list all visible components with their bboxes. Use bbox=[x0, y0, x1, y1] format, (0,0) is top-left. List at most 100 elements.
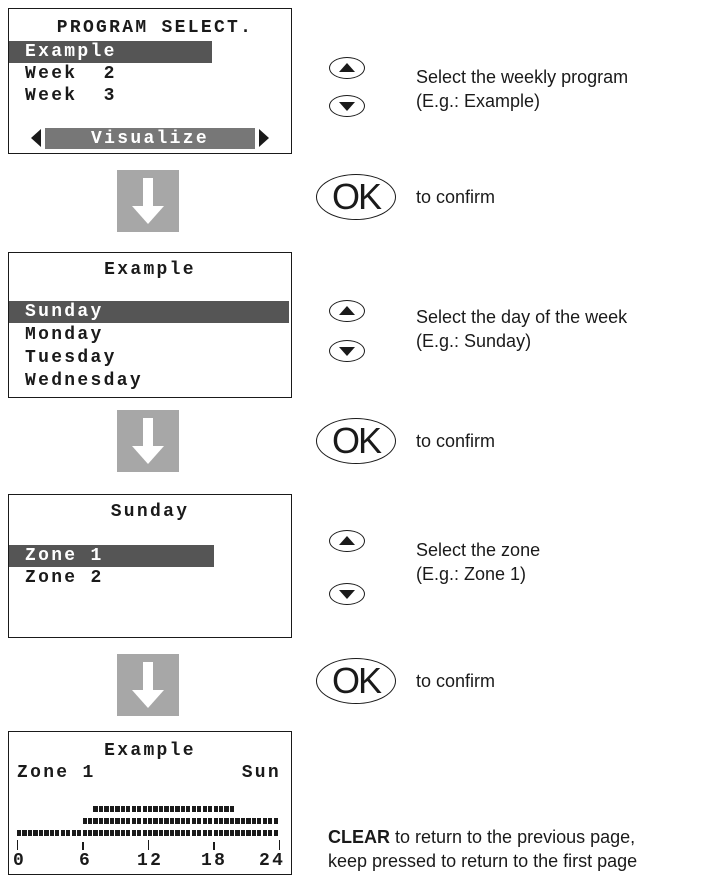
ok-button[interactable]: OK bbox=[316, 174, 396, 220]
program-bar-segment bbox=[126, 806, 131, 812]
instruction-zone-line2: (E.g.: Zone 1) bbox=[416, 564, 527, 584]
program-bar-segment bbox=[104, 818, 109, 824]
program-bar-segment bbox=[120, 830, 125, 836]
screen-title: Sunday bbox=[110, 502, 190, 522]
axis-tick bbox=[16, 840, 18, 850]
program-bar-segment bbox=[235, 818, 240, 824]
visualize-button[interactable]: Visualize bbox=[45, 128, 255, 149]
ok-button[interactable]: OK bbox=[316, 418, 396, 464]
axis-tick bbox=[82, 842, 84, 850]
program-bar-segment bbox=[197, 818, 202, 824]
program-bar-segment bbox=[93, 806, 98, 812]
program-bar-segment bbox=[109, 830, 115, 836]
up-button[interactable] bbox=[329, 530, 365, 552]
program-bar-segment bbox=[17, 830, 22, 836]
up-arrow-icon bbox=[339, 536, 355, 545]
day-select-screen: Example Sunday Monday Tuesday Wednesday bbox=[8, 252, 292, 398]
program-bar-segment bbox=[169, 818, 175, 824]
program-bar-segment bbox=[251, 830, 256, 836]
program-bar-segment bbox=[273, 818, 278, 824]
axis-label-18: 18 bbox=[201, 851, 228, 871]
program-bar-segment bbox=[186, 806, 191, 812]
program-bar-segment bbox=[93, 830, 98, 836]
program-bar-segment bbox=[126, 830, 131, 836]
program-bar-segment bbox=[180, 818, 185, 824]
program-chart bbox=[16, 732, 281, 872]
program-bar-segment bbox=[164, 818, 169, 824]
program-bar-segment bbox=[164, 830, 169, 836]
clear-instruction-line1: CLEAR to return to the previous page, bbox=[328, 825, 635, 849]
program-bar-segment bbox=[268, 830, 273, 836]
program-bar-segment bbox=[224, 806, 229, 812]
program-bar-segment bbox=[273, 830, 278, 836]
program-bar-segment bbox=[262, 818, 267, 824]
program-bar-segment bbox=[104, 830, 109, 836]
program-bar-segment bbox=[175, 806, 180, 812]
program-bar-segment bbox=[115, 818, 120, 824]
program-bar-segment bbox=[202, 818, 207, 824]
down-button[interactable] bbox=[329, 340, 365, 362]
zone-item-zone-1[interactable]: Zone 1 bbox=[9, 545, 214, 567]
program-bar-segment bbox=[98, 818, 104, 824]
program-bar-segment bbox=[218, 818, 224, 824]
day-item-sunday[interactable]: Sunday bbox=[9, 301, 289, 323]
program-bar-segment bbox=[109, 806, 115, 812]
left-arrow-icon[interactable] bbox=[31, 129, 41, 147]
program-bar-segment bbox=[137, 830, 142, 836]
zone-item-zone-2[interactable]: Zone 2 bbox=[25, 568, 104, 588]
program-bar-segment bbox=[126, 818, 131, 824]
program-bar-segment bbox=[142, 830, 147, 836]
axis-label-6: 6 bbox=[79, 851, 93, 871]
program-bar-segment bbox=[120, 806, 125, 812]
program-bar-segment bbox=[82, 818, 87, 824]
program-bar-segment bbox=[169, 806, 175, 812]
program-bar-segment bbox=[153, 818, 158, 824]
program-bar-segment bbox=[164, 806, 169, 812]
program-bar-segment bbox=[137, 818, 142, 824]
flow-arrow-icon bbox=[117, 170, 179, 232]
program-bar-segment bbox=[82, 830, 87, 836]
day-item-monday[interactable]: Monday bbox=[25, 325, 104, 345]
program-bar-segment bbox=[109, 818, 115, 824]
program-bar-segment bbox=[257, 830, 262, 836]
program-bar-segment bbox=[229, 806, 235, 812]
day-item-wednesday[interactable]: Wednesday bbox=[25, 371, 143, 391]
clear-text-1: to return to the previous page, bbox=[390, 827, 636, 847]
axis-tick bbox=[278, 840, 280, 850]
program-bar-segment bbox=[186, 818, 191, 824]
instruction-program-line2: (E.g.: Example) bbox=[416, 91, 541, 111]
ok-button[interactable]: OK bbox=[316, 658, 396, 704]
program-bar-segment bbox=[246, 830, 251, 836]
program-bar-segment bbox=[240, 830, 246, 836]
instruction-program-line1: Select the weekly program bbox=[416, 67, 629, 87]
program-bar-segment bbox=[71, 830, 76, 836]
up-arrow-icon bbox=[339, 63, 355, 72]
axis-label-24: 24 bbox=[259, 851, 286, 871]
program-bar-segment bbox=[49, 830, 54, 836]
program-bar-segment bbox=[158, 830, 164, 836]
program-bar-segment bbox=[197, 806, 202, 812]
down-button[interactable] bbox=[329, 583, 365, 605]
program-bar-segment bbox=[131, 818, 136, 824]
program-bar-segment bbox=[38, 830, 44, 836]
program-bar-segment bbox=[158, 818, 164, 824]
down-button[interactable] bbox=[329, 95, 365, 117]
program-item-example[interactable]: Example bbox=[9, 41, 212, 63]
down-arrow-icon bbox=[339, 102, 355, 111]
up-button[interactable] bbox=[329, 57, 365, 79]
instruction-day-line2: (E.g.: Sunday) bbox=[416, 331, 532, 351]
program-bar-segment bbox=[213, 830, 218, 836]
day-item-tuesday[interactable]: Tuesday bbox=[25, 348, 117, 368]
program-bar-segment bbox=[180, 806, 185, 812]
program-bar-segment bbox=[22, 830, 27, 836]
program-item-week-3[interactable]: Week 3 bbox=[25, 86, 117, 106]
screen-title: PROGRAM SELECT. bbox=[56, 18, 254, 38]
program-bar-segment bbox=[77, 830, 82, 836]
right-arrow-icon[interactable] bbox=[259, 129, 269, 147]
program-bar-segment bbox=[131, 830, 136, 836]
program-bar-segment bbox=[268, 818, 273, 824]
up-button[interactable] bbox=[329, 300, 365, 322]
program-item-week-2[interactable]: Week 2 bbox=[25, 64, 117, 84]
program-bar-segment bbox=[262, 830, 267, 836]
program-bar-segment bbox=[44, 830, 49, 836]
